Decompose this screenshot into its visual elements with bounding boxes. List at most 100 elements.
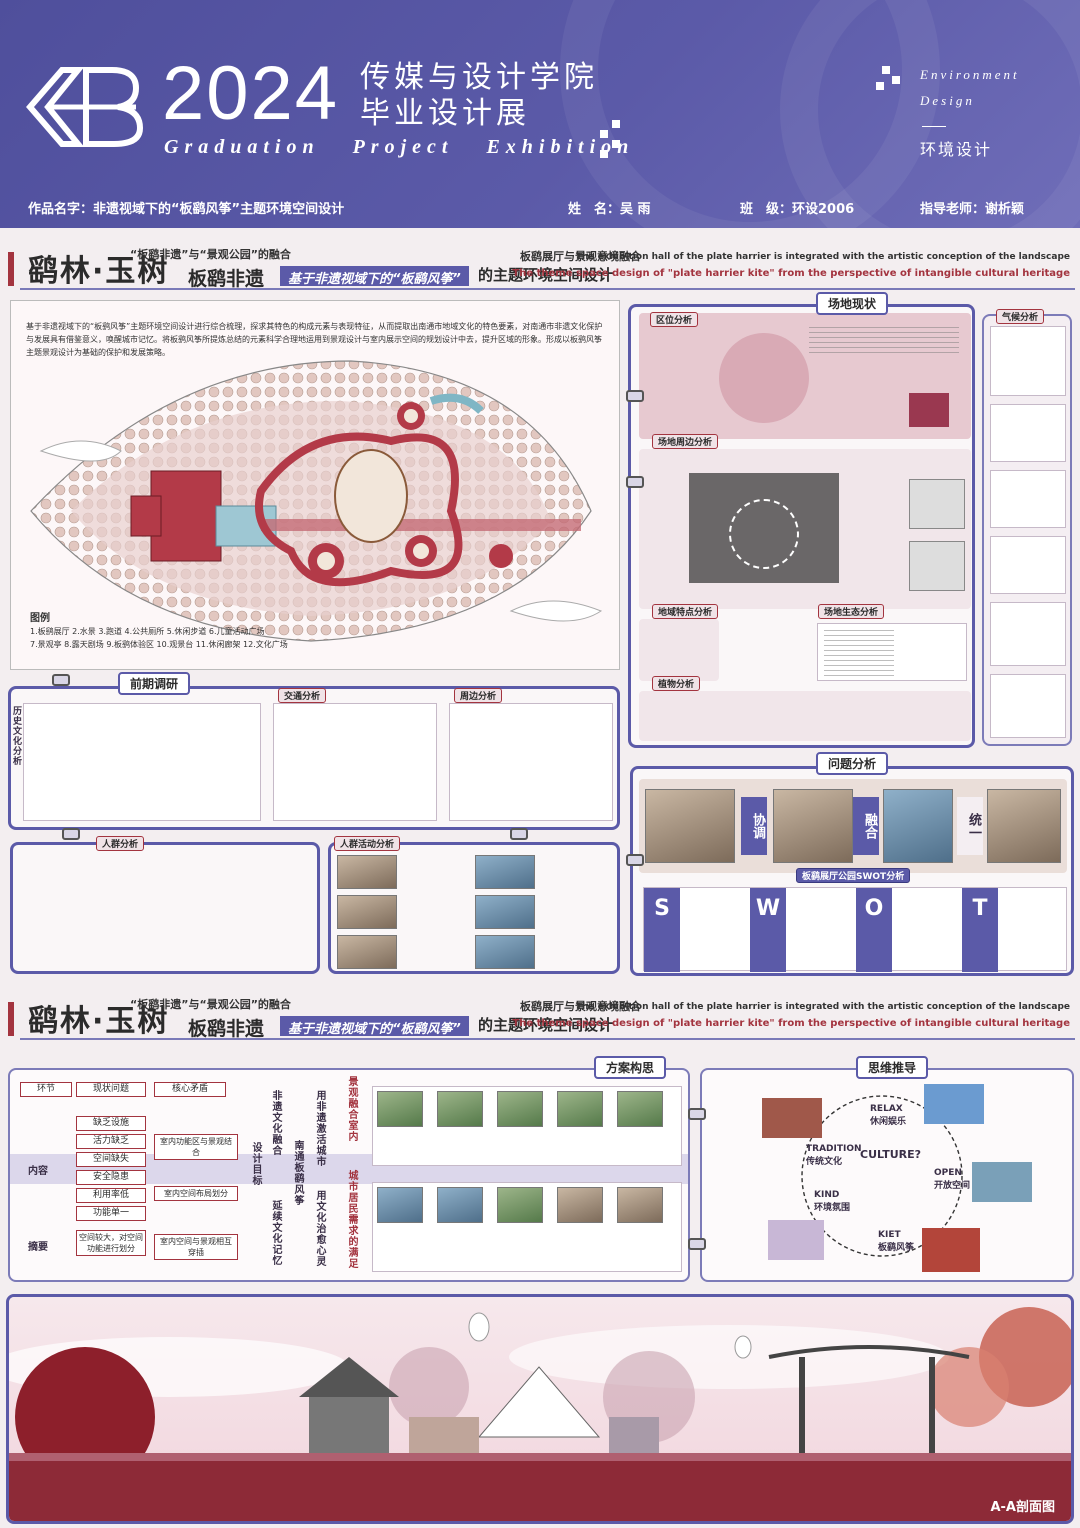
scheme-row-2 — [372, 1182, 682, 1272]
climate-chart — [990, 536, 1066, 594]
banner-en-line-1: The exhibition hall of the plate harrier… — [575, 252, 1070, 262]
exhibition-year: 2024 — [162, 51, 340, 136]
banner-mid-caption: 板鹞展厅与景观意境融合 — [520, 1000, 641, 1013]
scheme-row-1 — [372, 1086, 682, 1166]
label-region: 区位分析 — [650, 312, 699, 327]
col-header: 核心矛盾 — [154, 1082, 226, 1097]
label-plants: 植物分析 — [652, 676, 701, 691]
pixel-decor — [882, 66, 890, 74]
crowd-panel — [10, 842, 320, 974]
target-fusion: 非遗文化融合 — [270, 1090, 281, 1156]
school-title: 传媒与设计学院 毕业设计展 — [360, 60, 598, 131]
pixel-decor — [612, 140, 620, 148]
divider — [922, 126, 946, 127]
swot-o: O — [864, 896, 884, 921]
problem-row: 协调 融合 统一 — [639, 779, 1067, 873]
aa-section-panel: A-A剖面图 — [6, 1294, 1074, 1524]
advisor: 指导老师：谢析颖 — [920, 202, 1025, 217]
issue-item: 安全隐患 — [76, 1170, 146, 1185]
climate-chart — [990, 326, 1066, 396]
label-history: 历史文化分析 — [11, 706, 21, 766]
climate-chart — [990, 470, 1066, 528]
binder-clip — [626, 476, 644, 488]
label-activity: 人群活动分析 — [334, 836, 401, 851]
label-ecology: 场地生态分析 — [818, 604, 885, 619]
col-header: 现状问题 — [76, 1082, 146, 1097]
climate-chart — [990, 674, 1066, 738]
binder-clip — [52, 674, 70, 686]
issue-item: 功能单一 — [76, 1206, 146, 1221]
target-memory: 延续文化记忆 — [270, 1200, 281, 1266]
thinking-center: CULTURE? — [860, 1148, 921, 1161]
problem-tong: 统一 — [957, 797, 983, 855]
col-header: 环节 — [20, 1082, 72, 1097]
target-use: 用非遗激活城市 — [314, 1090, 325, 1167]
env-design-cn: 环境设计 — [920, 140, 993, 159]
kb-logo — [26, 67, 144, 147]
swot-s: S — [654, 896, 670, 921]
section-label-scheme: 方案构思 — [594, 1056, 667, 1079]
plant-map — [639, 691, 971, 741]
section-banner-2: 鹞林·玉树 “板鹞非遗”与“景观公园”的融合 板鹞非遗 基于非遗视域下的“板鹞风… — [0, 996, 1080, 1044]
swot-t: T — [972, 896, 988, 921]
env-design-en: Environment Design — [920, 67, 1020, 108]
banner-rule — [20, 1038, 1075, 1040]
label-surround: 场地周边分析 — [652, 434, 719, 449]
aa-section-label: A-A剖面图 — [990, 1500, 1055, 1515]
poster-header: 2024 传媒与设计学院 毕业设计展 Graduation Project Ex… — [0, 0, 1080, 228]
pixel-decor — [612, 120, 620, 128]
label-terrain: 地域特点分析 — [652, 604, 719, 619]
banner-cn-title: 的主题环境空间设计 — [478, 266, 614, 284]
binder-clip — [688, 1108, 706, 1120]
label-traffic: 交通分析 — [278, 688, 327, 703]
row-summary: 摘要 — [28, 1242, 48, 1253]
core-item: 室内功能区与景观结合 — [154, 1134, 238, 1160]
banner-highlight: 基于非遗视域下的“板鹞风筝” — [280, 1016, 469, 1037]
design-target: 设计目标 — [250, 1142, 261, 1186]
terrain-map — [639, 619, 719, 681]
banner-subtitle: “板鹞非遗”与“景观公园”的融合 — [130, 998, 291, 1011]
problem-panel: 协调 融合 统一 S W O T — [630, 766, 1074, 976]
problem-ronghe: 融合 — [853, 797, 879, 855]
label-around: 周边分析 — [454, 688, 503, 703]
label-crowd: 人群分析 — [96, 836, 145, 851]
binder-clip — [626, 854, 644, 866]
legend-title: 图例 — [30, 613, 50, 624]
section-label-problem: 问题分析 — [816, 752, 889, 775]
summary-item: 空间较大，对空间功能进行划分 — [76, 1230, 146, 1256]
target-landscape: 景观融合室内 — [346, 1076, 357, 1142]
activity-panel — [328, 842, 620, 974]
climate-chart — [990, 404, 1066, 462]
target-kite: 南通板鹞风筝 — [292, 1140, 303, 1206]
section-label-research: 前期调研 — [118, 672, 191, 695]
pixel-decor — [600, 150, 608, 158]
target-citizen: 城市居民需求的满足 — [346, 1170, 357, 1269]
banner-mid-caption: 板鹞展厅与景观意境融合 — [520, 250, 641, 263]
binder-clip — [62, 828, 80, 840]
issue-item: 缺乏设施 — [76, 1116, 146, 1131]
research-panel — [8, 686, 620, 830]
master-plan-drawing — [11, 301, 619, 669]
plan-legend: 图例 1.板鹞展厅 2.水景 3.跑道 4.公共厕所 5.休闲步道 6.儿童活动… — [30, 612, 320, 651]
banner-heritage: 板鹞非遗 — [188, 268, 265, 290]
label-climate: 气候分析 — [996, 309, 1045, 324]
binder-clip — [688, 1238, 706, 1250]
aa-section-drawing — [9, 1297, 1071, 1521]
pixel-decor — [600, 130, 608, 138]
legend-row: 7.景观亭 8.露天剧场 9.板鹞体验区 10.观景台 11.休闲廊架 12.文… — [30, 640, 288, 649]
label-swot: 板鹞展厅公园SWOT分析 — [796, 868, 911, 883]
banner-en-line-1: The exhibition hall of the plate harrier… — [575, 1002, 1070, 1012]
legend-row: 1.板鹞展厅 2.水景 3.跑道 4.公共厕所 5.休闲步道 6.儿童活动广场 — [30, 627, 265, 636]
class-name: 班 级：环设2006 — [740, 202, 855, 217]
swot-w: W — [755, 896, 781, 921]
problem-xietiao: 协调 — [741, 797, 767, 855]
core-item: 室内空间布局划分 — [154, 1186, 238, 1201]
climate-chart — [990, 602, 1066, 666]
binder-clip — [510, 828, 528, 840]
banner-en-line-2: The theme space design of "plate harrier… — [512, 1018, 1070, 1029]
student-name: 姓 名：吴 雨 — [568, 202, 651, 217]
